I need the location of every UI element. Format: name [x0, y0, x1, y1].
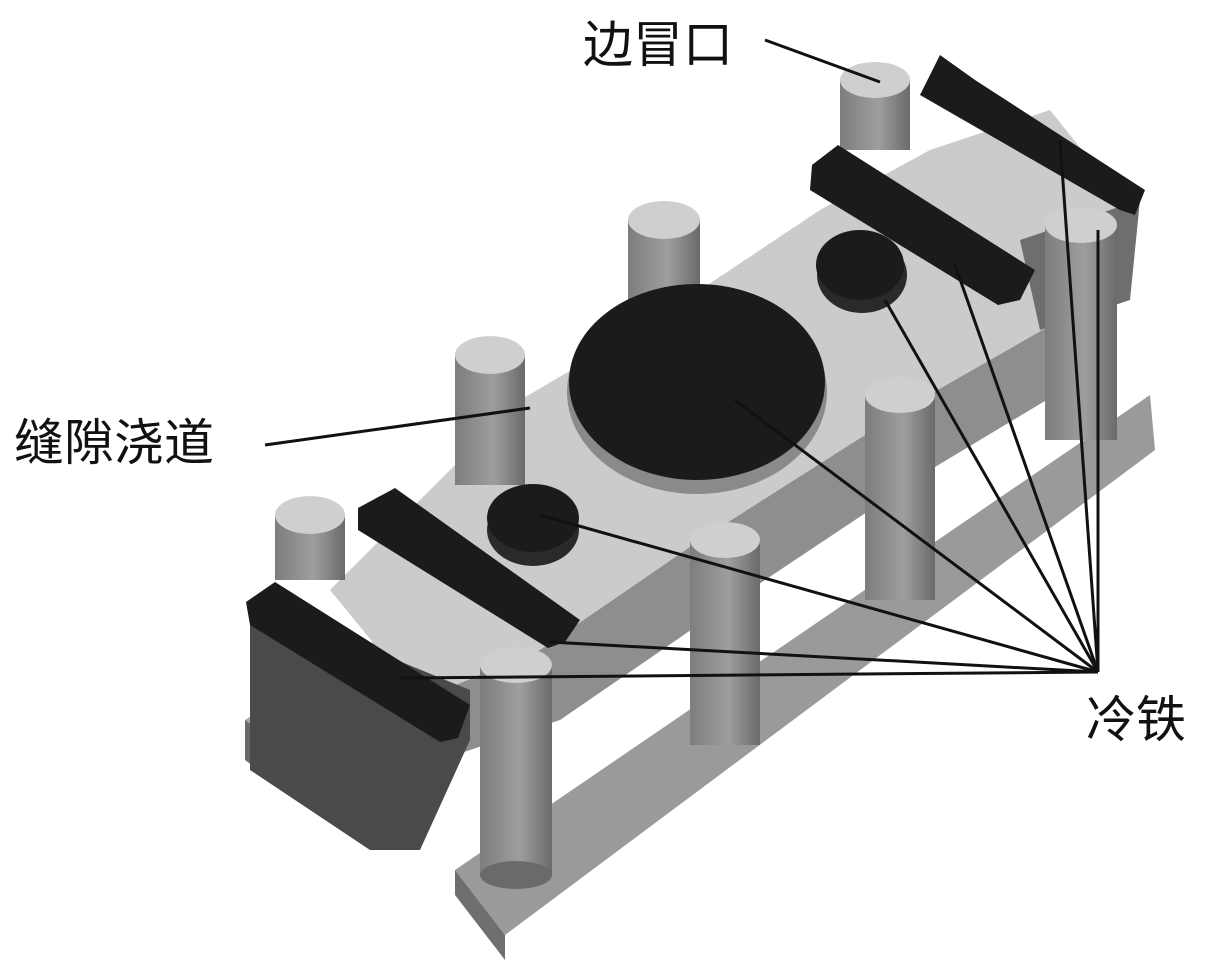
- leader-chill-5: [883, 299, 1100, 673]
- leader-side-riser: [764, 38, 881, 84]
- column-front-middle: [690, 522, 760, 745]
- column-front-left: [480, 647, 552, 889]
- slit-gate-label: 缝隙浇道: [14, 414, 214, 472]
- column-front-right: [865, 377, 935, 600]
- riser-left-upper: [455, 336, 525, 485]
- riser-columns: [275, 62, 1117, 889]
- riser-left-lower: [275, 496, 345, 580]
- side-riser: [840, 62, 910, 150]
- side-riser-label: 边冒口: [583, 16, 733, 74]
- leader-chill-2: [549, 640, 1099, 674]
- chill-small-disc-right: [816, 230, 907, 313]
- chill-bar-left-lower: [246, 582, 470, 742]
- chill-bar-upper-right: [810, 145, 1035, 305]
- chill-bar-top-right: [920, 55, 1145, 215]
- leader-chill-3: [539, 513, 1099, 674]
- leader-chill-4: [734, 398, 1099, 674]
- chill-large-disc: [567, 284, 827, 494]
- leader-chill-1: [399, 670, 1099, 680]
- leader-slit-gate: [264, 406, 531, 447]
- leader-chill-7: [1058, 139, 1100, 673]
- chills: [246, 55, 1145, 742]
- column-back-right: [1045, 207, 1117, 440]
- leader-chill-6: [953, 264, 1100, 673]
- chill-label: 冷铁: [1086, 691, 1186, 749]
- leader-lines: [264, 38, 1100, 680]
- chill-bar-left-upper: [358, 488, 580, 648]
- chill-small-disc-left: [487, 484, 579, 566]
